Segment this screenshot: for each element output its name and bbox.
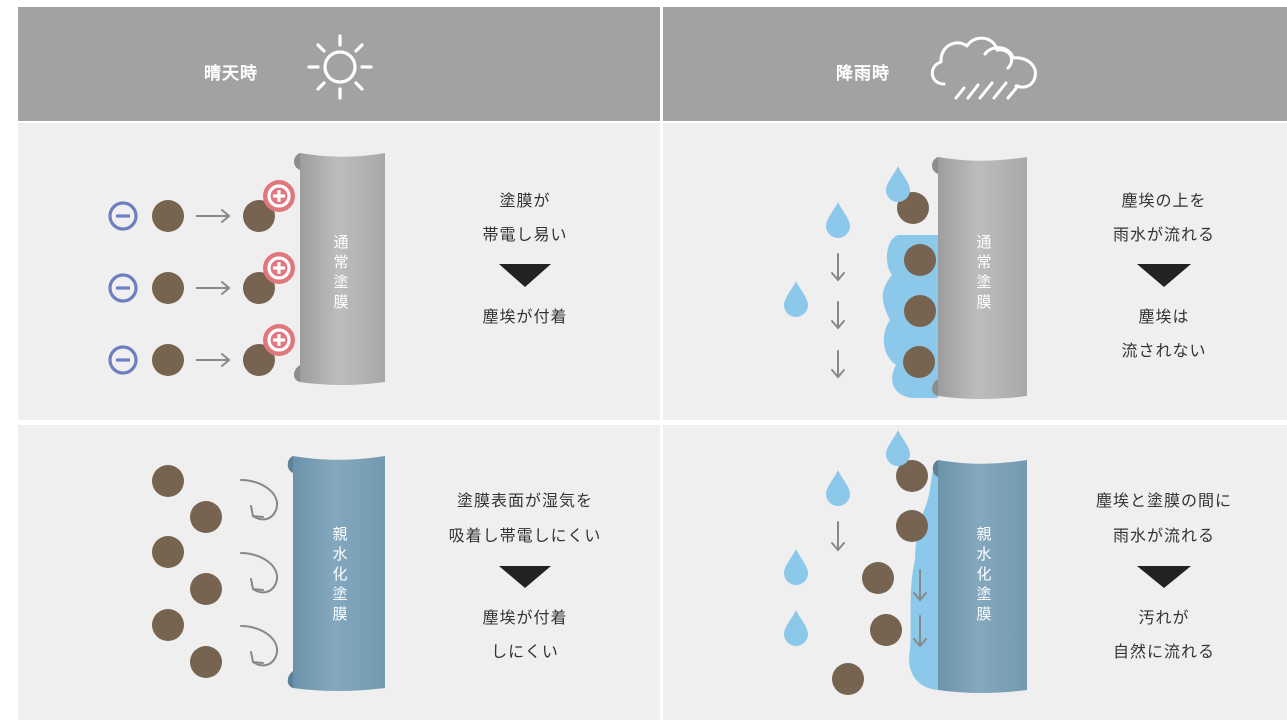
header-rainy: 降雨時: [663, 7, 1287, 121]
dust-particles-tl: [152, 200, 275, 376]
raindrops-br: [784, 430, 910, 646]
hydrophilic-film-bl: [287, 456, 385, 691]
dust-particles-br: [832, 460, 928, 695]
result-rainy-normal-1: 塵埃は: [1138, 307, 1190, 326]
result-sunny-normal: 塵埃が付着: [482, 307, 568, 326]
bounce-arrows-bl: [240, 479, 279, 667]
rain-cloud-icon: [930, 36, 1037, 100]
move-arrows-tl: [196, 209, 231, 367]
film-label-hydrophilic-bl: 親 水 化 塗 膜: [332, 525, 348, 623]
rainy-label: 降雨時: [836, 64, 890, 84]
film-label-hydrophilic-br: 親 水 化 塗 膜: [976, 525, 992, 623]
header-sunny: 晴天時: [18, 7, 660, 121]
caption-rainy-normal-1: 塵埃の上を: [1121, 191, 1207, 210]
normal-film-tl: [294, 153, 385, 385]
positive-charges: [263, 180, 295, 356]
caption-sunny-hydrophilic-1: 塗膜表面が湿気を: [456, 491, 593, 510]
film-label-normal-tr: 通 常 塗 膜: [976, 233, 992, 311]
film-label-normal-tl: 通 常 塗 膜: [333, 233, 349, 311]
result-rainy-hydrophilic-2: 自然に流れる: [1112, 642, 1215, 661]
result-arrows: [499, 264, 1191, 588]
water-layer-br: [909, 460, 938, 690]
caption-sunny-normal-1: 塗膜が: [499, 191, 551, 210]
sun-icon: [307, 34, 373, 100]
result-rainy-hydrophilic-1: 汚れが: [1138, 608, 1190, 627]
dust-particles-bl: [152, 465, 222, 678]
caption-rainy-hydrophilic-1: 塵埃と塗膜の間に: [1095, 491, 1232, 510]
negative-charges: [108, 201, 138, 375]
caption-rainy-normal-2: 雨水が流れる: [1112, 225, 1215, 244]
fall-arrows-tr: [831, 253, 845, 379]
result-rainy-normal-2: 流されない: [1121, 341, 1207, 360]
caption-rainy-hydrophilic-2: 雨水が流れる: [1112, 526, 1215, 545]
caption-sunny-normal-2: 帯電し易い: [482, 225, 568, 244]
normal-film-tr: [932, 157, 1027, 399]
result-sunny-hydrophilic-1: 塵埃が付着: [482, 608, 568, 627]
hydrophilic-film-br: [932, 460, 1027, 693]
caption-sunny-hydrophilic-2: 吸着し帯電しにくい: [448, 526, 602, 545]
fall-arrows-br: [831, 521, 927, 648]
dust-particles-tr: [897, 192, 936, 378]
result-sunny-hydrophilic-2: しにくい: [491, 642, 559, 661]
sunny-label: 晴天時: [204, 64, 258, 84]
